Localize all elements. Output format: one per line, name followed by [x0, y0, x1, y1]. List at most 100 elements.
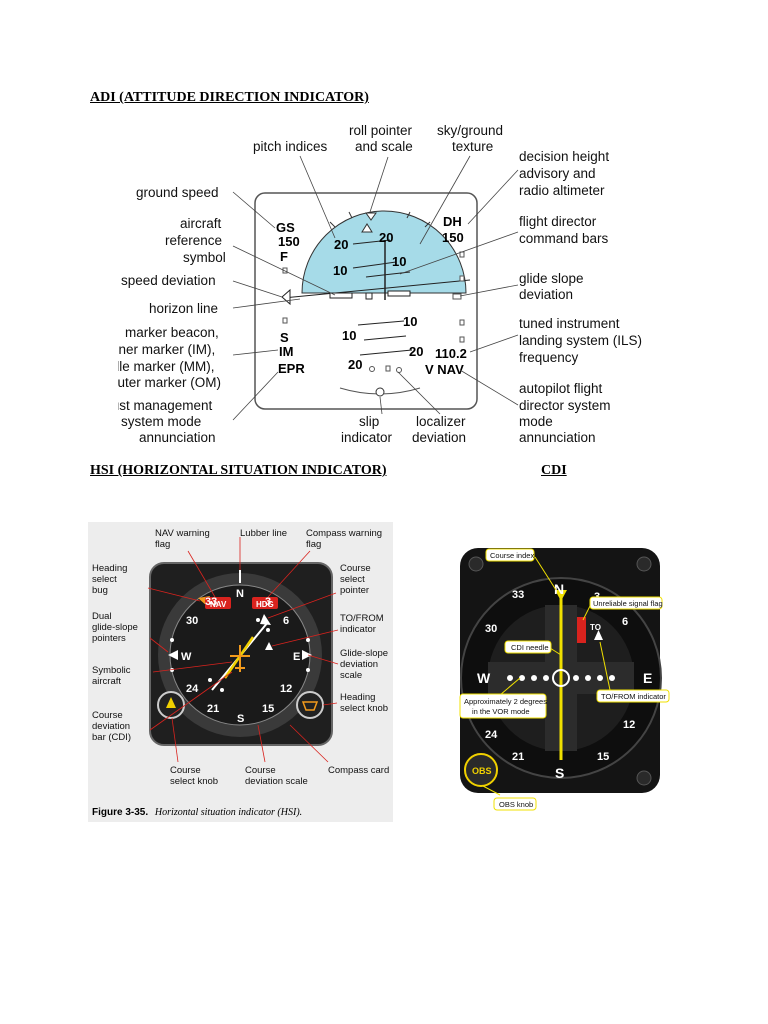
- adi-callout-sky-ground: sky/ground: [437, 123, 503, 138]
- cdi-card-n: N: [554, 581, 564, 597]
- cdi-callout-obs-knob: OBS knob: [499, 800, 533, 809]
- hsi-callout-cdi: bar (CDI): [92, 732, 131, 743]
- adi-callout-tuned-instrument: tuned instrument: [519, 316, 620, 331]
- adi-callout-mode-annunciation: annunciation: [519, 430, 596, 445]
- hsi-callout-gs-deviation-2: deviation: [340, 659, 378, 670]
- adi-callout-localizer-deviation: deviation: [412, 430, 466, 445]
- cdi-obs-callout-box: [493, 797, 537, 811]
- hsi-callout-to-from-indicator: indicator: [340, 624, 376, 635]
- hsi-heading-knob-bug-icon: [301, 701, 319, 711]
- adi-callout-annunciation: annunciation: [139, 430, 216, 445]
- adi-pitch-20-left: 20: [334, 237, 348, 252]
- adi-callout-speed-deviation: speed deviation: [121, 273, 216, 288]
- hsi-card-n: N: [236, 588, 244, 600]
- hsi-callout-aircraft: aircraft: [92, 676, 121, 687]
- hsi-callout-gs-deviation: Glide-slope: [340, 648, 388, 659]
- hsi-callout-compass-warning: Compass warning: [306, 528, 382, 539]
- cdi-approx-callout-box: [459, 693, 547, 719]
- adi-f-label: F: [280, 249, 288, 264]
- hsi-callout-nav-warning: NAV warning: [155, 528, 210, 539]
- hsi-glide-slope-scale: [170, 638, 310, 672]
- hsi-card-s: S: [237, 713, 244, 725]
- adi-leader-lines: [232, 155, 519, 421]
- cdi-card-21: 21: [512, 751, 524, 763]
- cdi-callout-unreliable-flag: Unreliable signal flag: [593, 599, 663, 608]
- cdi-callout-to-from: TO/FROM indicator: [601, 692, 666, 701]
- hsi-card-3: 3: [265, 596, 271, 608]
- adi-callout-texture: texture: [452, 139, 493, 154]
- hsi-callout-nav-warning-flag: flag: [155, 539, 170, 550]
- cdi-mount-screws: [468, 556, 652, 786]
- adi-callout-middle-marker: middle marker (MM),: [118, 359, 215, 374]
- adi-gs-value: 150: [278, 234, 300, 249]
- adi-callout-roll-pointer: roll pointer: [349, 123, 413, 138]
- cdi-callout-vor-mode: in the VOR mode: [472, 707, 530, 716]
- adi-callout-thrust-management: thrust management: [118, 398, 213, 413]
- adi-callout-mode: mode: [519, 414, 553, 429]
- adi-callout-aircraft: aircraft: [180, 216, 222, 231]
- hsi-hdg-flag-text: HDG: [256, 600, 274, 609]
- hsi-nav-flag-text: NAV: [210, 600, 227, 609]
- adi-section-title: ADI (ATTITUDE DIRECTION INDICATOR): [90, 90, 369, 105]
- hsi-callout-compass-card: Compass card: [328, 765, 389, 776]
- hsi-callout-course-select: select: [340, 574, 365, 585]
- hsi-callout-course-scale: Course: [245, 765, 276, 776]
- hsi-callout-heading-select-knob: select knob: [340, 703, 388, 714]
- adi-callout-glide-slope-deviation: deviation: [519, 287, 573, 302]
- hsi-card-21: 21: [207, 703, 219, 715]
- cdi-section-title: CDI: [541, 463, 567, 478]
- adi-slip-ball: [375, 387, 385, 397]
- adi-dh-value: 150: [442, 230, 464, 245]
- cdi-obs-knob[interactable]: [464, 753, 498, 787]
- cdi-unreliable-signal-flag: [577, 617, 586, 643]
- hsi-callout-glide-slope: glide-slope: [92, 622, 138, 633]
- adi-epr-label: EPR: [278, 361, 305, 376]
- adi-sky-pointer: [361, 223, 373, 233]
- hsi-card-15: 15: [262, 703, 274, 715]
- adi-pitch-10-left: 10: [333, 263, 347, 278]
- adi-roll-scale: [329, 211, 431, 228]
- adi-callout-pitch-indices: pitch indices: [253, 139, 328, 154]
- adi-callout-system-mode: system mode: [121, 414, 201, 429]
- hsi-card-24: 24: [186, 683, 199, 695]
- hsi-card-e: E: [293, 651, 300, 663]
- hsi-callout-course-select-knob: select knob: [170, 776, 218, 787]
- cdi-leader-lines: [482, 556, 611, 796]
- adi-ils-frequency: 110.2: [435, 346, 467, 361]
- hsi-glide-slope-pointer-right: [302, 650, 312, 660]
- hsi-glide-slope-pointer-left: [168, 650, 178, 660]
- cdi-card-24: 24: [485, 729, 498, 741]
- cdi-card-e: E: [643, 670, 652, 686]
- cdi-center-ring: [552, 669, 570, 687]
- hsi-callout-compass-warning-flag: flag: [306, 539, 321, 550]
- hsi-heading-select-knob[interactable]: [296, 691, 324, 719]
- hsi-callout-deviation-scale: deviation scale: [245, 776, 308, 787]
- hsi-callout-lubber-line: Lubber line: [240, 528, 287, 539]
- hsi-callout-to-from: TO/FROM: [340, 613, 384, 624]
- cdi-card-30: 30: [485, 623, 497, 635]
- adi-callout-decision-height: decision height: [519, 149, 609, 164]
- hsi-callout-symbolic: Symbolic: [92, 665, 131, 676]
- hsi-callout-heading-knob: Heading: [340, 692, 375, 703]
- hsi-compass-warning-flag: [252, 597, 278, 609]
- hsi-callout-course-pointer: pointer: [340, 585, 369, 596]
- adi-dh-label: DH: [443, 214, 462, 229]
- hsi-card-6: 6: [283, 615, 289, 627]
- adi-callout-localizer: localizer: [416, 414, 466, 429]
- cdi-to-from-arrow: [594, 630, 603, 640]
- hsi-course-deviation-scale: [208, 618, 270, 692]
- cdi-diagram: TO N S E W 3 6 12 15 21 24 30 33 OBS Cou…: [459, 548, 670, 811]
- adi-callout-advisory: advisory and: [519, 166, 596, 181]
- hsi-caption-number: Figure 3-35.: [92, 807, 148, 818]
- adi-localizer-scale: [369, 365, 402, 373]
- hsi-symbolic-aircraft: [230, 645, 250, 672]
- adi-pitch-neg10-right: 10: [403, 314, 417, 329]
- adi-pitch-20-right: 20: [379, 230, 393, 245]
- adi-callout-marker-beacon: marker beacon,: [125, 325, 219, 340]
- hsi-callout-heading-select: select: [92, 574, 117, 585]
- hsi-callout-gs-scale: scale: [340, 670, 362, 681]
- hsi-callout-course: Course: [340, 563, 371, 574]
- hsi-callout-course-dev: Course: [92, 710, 123, 721]
- adi-sky-area: [301, 210, 467, 294]
- cdi-needle-callout-box: [504, 640, 552, 654]
